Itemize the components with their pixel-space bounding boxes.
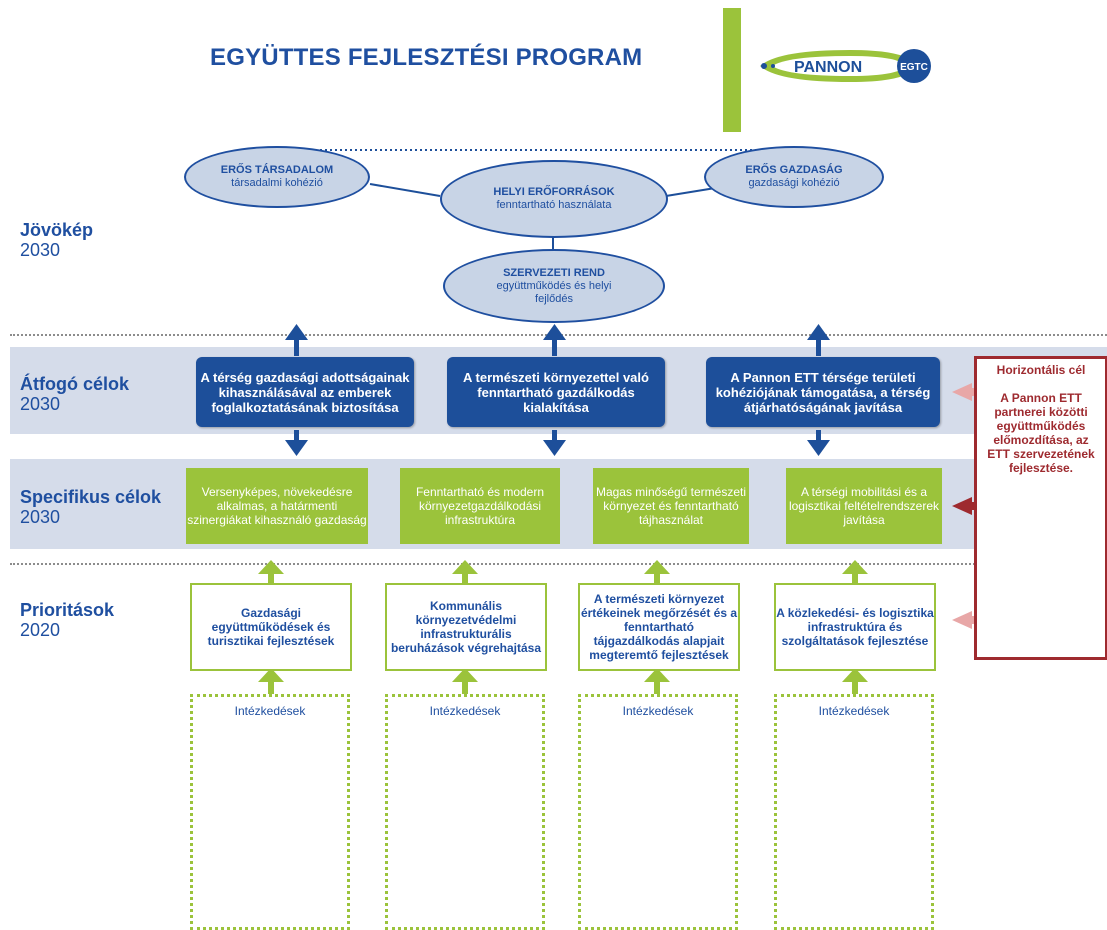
header-accent-bar	[723, 8, 741, 132]
overall-goal-box: A térség gazdasági adottságainak kihaszn…	[196, 357, 414, 427]
horizontal-goal-box: Horizontális cél A Pannon ETT partnerei …	[974, 356, 1107, 660]
measures-box: Intézkedések	[578, 694, 738, 930]
priority-box: Kommunális környezetvédelmi infrastruktu…	[385, 583, 547, 671]
priority-box: A közlekedési- és logisztika infrastrukt…	[774, 583, 936, 671]
priority-box: Gazdasági együttműködések és turisztikai…	[190, 583, 352, 671]
connector-overlay	[258, 149, 978, 694]
priority-box: A természeti környezet értékeinek megőrz…	[578, 583, 740, 671]
separator-line	[10, 563, 1107, 565]
vision-ellipse-organisational-order: SZERVEZETI REND együttműködés és helyi f…	[443, 249, 665, 323]
horizontal-goal-title: Horizontális cél	[996, 363, 1086, 377]
overall-goal-box: A Pannon ETT térsége területi kohézióján…	[706, 357, 940, 427]
measures-box: Intézkedések	[190, 694, 350, 930]
vision-ellipse-strong-economy: ERŐS GAZDASÁG gazdasági kohézió	[704, 146, 884, 208]
vision-ellipse-strong-society: ERŐS TÁRSADALOM társadalmi kohézió	[184, 146, 370, 208]
logo-text-egtc: EGTC	[900, 62, 928, 73]
pannon-egtc-logo: PANNON EGTC	[758, 44, 944, 88]
vision-ellipse-local-resources: HELYI ERŐFORRÁSOK fenntartható használat…	[440, 160, 668, 238]
specific-goal-box: Magas minőségű természeti környezet és f…	[593, 468, 749, 544]
specific-goal-box: Fenntartható és modern környezetgazdálko…	[400, 468, 560, 544]
specific-goal-box: A térségi mobilitási és a logisztikai fe…	[786, 468, 942, 544]
page-title: EGYÜTTES FEJLESZTÉSI PROGRAM	[210, 44, 643, 71]
overall-goal-box: A természeti környezettel való fenntarth…	[447, 357, 665, 427]
measures-box: Intézkedések	[385, 694, 545, 930]
logo-text-pannon: PANNON	[794, 59, 862, 76]
measures-box: Intézkedések	[774, 694, 934, 930]
specific-goal-box: Versenyképes, növekedésre alkalmas, a ha…	[186, 468, 368, 544]
horizontal-goal-body: A Pannon ETT partnerei közötti együttműk…	[987, 391, 1095, 475]
